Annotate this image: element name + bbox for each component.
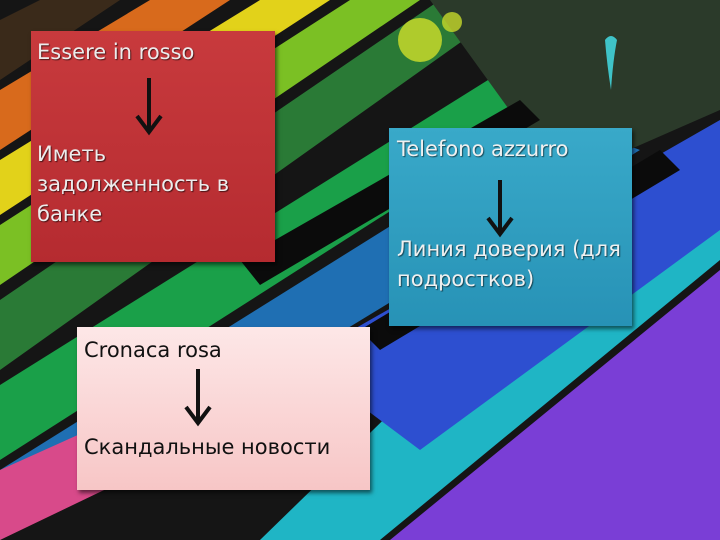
card-top-text: Telefono azzurro [397,137,569,161]
card-top-text: Cronaca rosa [84,338,222,362]
card-bottom-text: Скандальные новости [84,435,331,459]
card-top-text: Essere in rosso [37,40,195,64]
card-bottom-text: Иметь задолженность в банке [37,142,230,226]
card-bottom-text: Линия доверия (для подростков) [397,237,621,291]
card-cronaca-rosa: Cronaca rosa Скандальные новости [77,327,370,490]
arrow-down-icon [135,78,163,136]
arrow-down-icon [184,369,212,427]
card-telefono-azzurro: Telefono azzurro Линия доверия (для подр… [389,128,632,326]
card-essere-in-rosso: Essere in rosso Иметь задолженность в ба… [31,31,275,262]
arrow-down-icon [486,180,514,238]
